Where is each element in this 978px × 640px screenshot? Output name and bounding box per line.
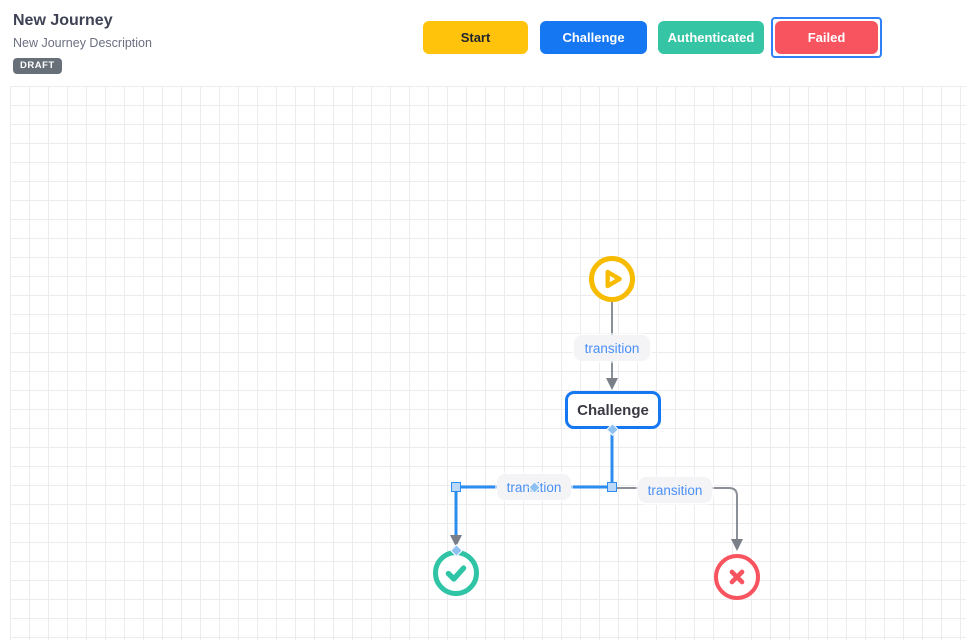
check-icon bbox=[445, 565, 467, 582]
journey-canvas[interactable]: transition Challenge transition transiti… bbox=[10, 86, 966, 640]
edge-label-transition-1[interactable]: transition bbox=[574, 335, 650, 361]
page-description: New Journey Description bbox=[13, 36, 152, 50]
x-icon bbox=[729, 569, 745, 585]
authenticated-state-button[interactable]: Authenticated bbox=[658, 21, 764, 54]
edges-layer bbox=[450, 302, 743, 551]
failed-state-button[interactable]: Failed bbox=[775, 21, 878, 54]
edge-start-challenge-arrowhead bbox=[606, 378, 618, 390]
edge-challenge-failed[interactable] bbox=[617, 487, 738, 540]
page-title: New Journey bbox=[13, 12, 113, 29]
status-badge: DRAFT bbox=[13, 58, 62, 74]
edge-label-transition-3[interactable]: transition bbox=[638, 477, 712, 503]
failed-state-button-selection-outline: Failed bbox=[771, 17, 882, 58]
play-icon bbox=[605, 269, 622, 289]
start-state-button[interactable]: Start bbox=[423, 21, 528, 54]
edge-challenge-failed-arrowhead bbox=[731, 539, 743, 551]
challenge-state-button[interactable]: Challenge bbox=[540, 21, 647, 54]
edge-challenge-authenticated-arrowhead bbox=[450, 535, 462, 547]
edge-handle-corner[interactable] bbox=[451, 482, 461, 492]
edge-handle-junction[interactable] bbox=[607, 482, 617, 492]
start-node[interactable] bbox=[589, 256, 635, 302]
failed-node[interactable] bbox=[714, 554, 760, 600]
challenge-node[interactable]: Challenge bbox=[565, 391, 661, 429]
